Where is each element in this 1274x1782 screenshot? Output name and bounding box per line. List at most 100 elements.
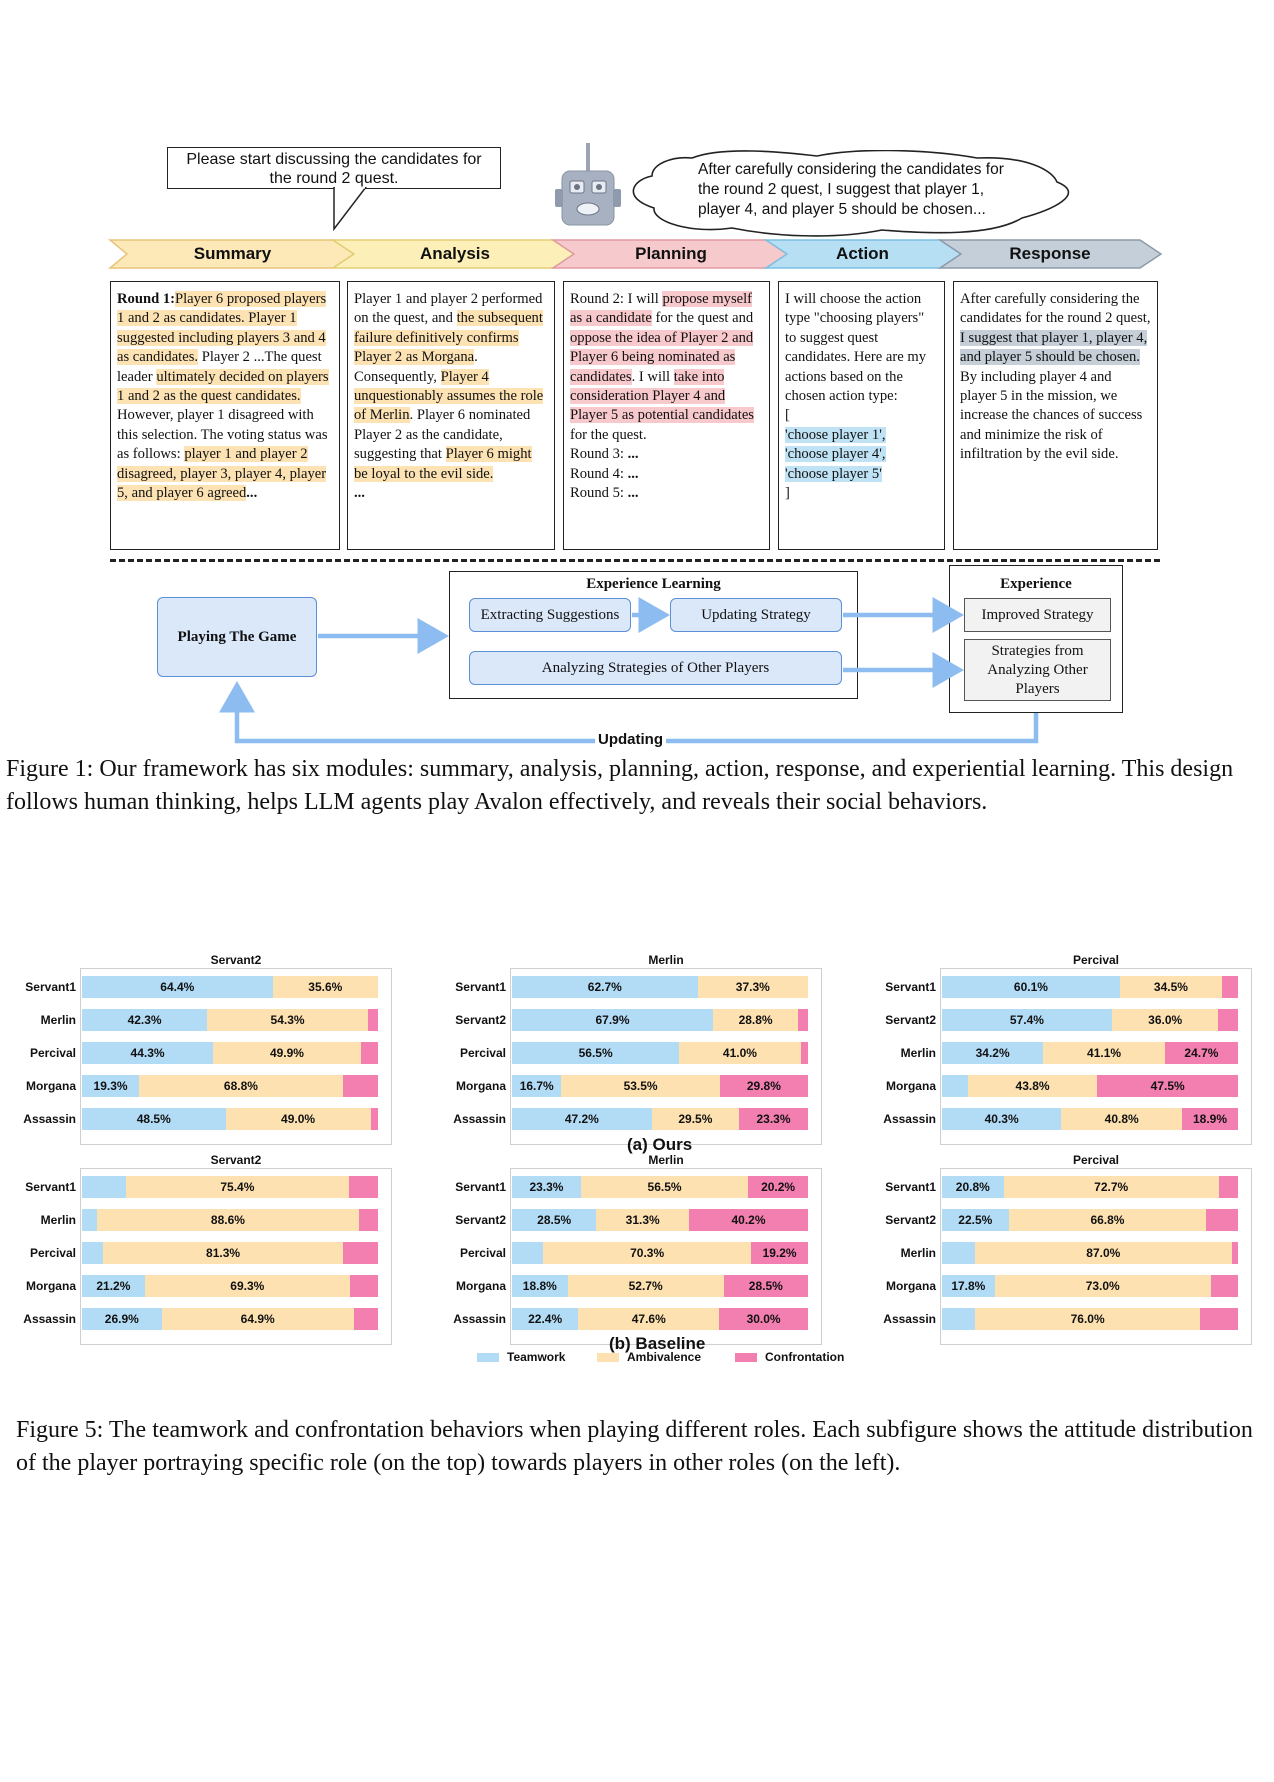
bar-value-label: 56.5% [578,1046,613,1060]
legend-swatch-ambivalence [597,1352,619,1362]
bar-value-label: 42.3% [127,1013,162,1027]
action-item-2: 'choose player 4', [785,446,886,463]
bar-segment-teamwork [82,1242,103,1264]
row-label: Servant2 [885,1213,936,1227]
bar-segment-confrontation [353,1308,378,1330]
figure-5-caption: Figure 5: The teamwork and confrontation… [16,1417,1253,1476]
dashed-divider [110,559,1160,562]
bar-segment-confrontation [1222,976,1238,998]
row-label: Merlin [40,1013,76,1027]
bar-segment-confrontation [1164,1042,1238,1064]
row-label: Assassin [453,1112,506,1126]
sublabel-baseline: (b) Baseline [609,1334,706,1353]
stage-analysis: Analysis [420,244,490,263]
bar-segment-confrontation [723,1275,808,1297]
bar-value-label: 48.5% [136,1112,171,1126]
row-label: Morgana [455,1079,506,1093]
bar-segment-ambivalence [207,1009,368,1031]
bar-segment-teamwork [82,1042,214,1064]
bar-value-label: 22.4% [528,1312,563,1326]
bar-segment-teamwork [512,1108,652,1130]
bar-value-label: 24.7% [1184,1046,1219,1060]
bar-segment-ambivalence [543,1242,752,1264]
updating-strategy-box: Updating Strategy [670,598,842,632]
bar-segment-teamwork [82,1075,140,1097]
bar-value-label: 30.0% [746,1312,781,1326]
bar-value-label: 64.4% [160,980,195,994]
bar-value-label: 47.6% [631,1312,666,1326]
bar-segment-ambivalence [651,1108,740,1130]
bar-segment-ambivalence [1043,1042,1165,1064]
chart-frame [940,968,1252,1145]
bar-segment-teamwork [82,1275,145,1297]
bar-segment-confrontation [367,1009,378,1031]
row-label: Servant1 [885,1180,936,1194]
legend-label-ambivalence: Ambivalence [627,1350,702,1364]
bar-segment-teamwork [512,1308,579,1330]
response-text-1: After carefully considering the candidat… [960,291,1151,327]
figure-1-caption: Figure 1: Our framework has six modules:… [6,756,1234,815]
legend-ambivalence: Ambivalence [597,1350,701,1364]
bar-segment-confrontation [359,1209,378,1231]
chart-title: Merlin [648,953,684,967]
action-panel: I will choose the action type "choosing … [778,281,945,550]
bar-segment-teamwork [82,1209,97,1231]
bar-segment-teamwork [942,1009,1112,1031]
bar-value-label: 28.8% [738,1013,773,1027]
bar-value-label: 76.0% [1070,1312,1105,1326]
analysis-panel: Player 1 and player 2 performed on the q… [347,281,555,550]
bar-value-label: 49.9% [269,1046,304,1060]
row-label: Morgana [25,1279,76,1293]
bar-segment-teamwork [512,1275,568,1297]
bar-segment-confrontation [689,1209,808,1231]
bar-value-label: 41.0% [722,1046,757,1060]
bar-segment-ambivalence [596,1209,689,1231]
experience-title: Experience [1000,576,1072,592]
bar-segment-ambivalence [567,1275,724,1297]
bar-segment-ambivalence [697,976,808,998]
row-label: Assassin [883,1312,936,1326]
experience-frame [949,565,1123,713]
planning-ellipsis-4: ... [627,465,639,482]
stage-summary: Summary [193,244,272,263]
analysis-text-5: . Player 6 nominated Player 2 as the can… [354,407,531,463]
bar-value-label: 29.8% [746,1079,781,1093]
bar-segment-confrontation [343,1242,378,1264]
bar-segment-confrontation [719,1075,808,1097]
experience-learning-frame [449,571,858,699]
bar-value-label: 29.5% [678,1112,713,1126]
extracting-suggestions-box: Extracting Suggestions [469,598,631,632]
bar-segment-teamwork [942,1308,976,1330]
bar-segment-teamwork [512,1042,680,1064]
response-panel: After carefully considering the candidat… [953,281,1158,550]
agent-reply-text: After carefully considering the candidat… [698,161,1004,218]
bar-value-label: 19.2% [762,1246,797,1260]
summary-panel: Round 1:Player 6 proposed players 1 and … [110,281,340,550]
bar-segment-confrontation [348,1176,378,1198]
bar-value-label: 53.5% [623,1079,658,1093]
response-text-3: By including player 4 and player 5 in th… [960,368,1143,463]
playing-the-game-box: Playing The Game [157,597,317,677]
bar-value-label: 47.5% [1150,1079,1185,1093]
flow-arrows [219,597,1039,744]
bar-segment-confrontation [1200,1308,1238,1330]
strategies-from-analyzing-label: Strategies from Analyzing Other Players [987,642,1088,697]
bar-value-label: 28.5% [537,1213,572,1227]
row-label: Assassin [883,1112,936,1126]
bar-segment-confrontation [349,1275,378,1297]
bar-segment-ambivalence [679,1042,801,1064]
legend-label-teamwork: Teamwork [507,1350,566,1364]
bar-segment-ambivalence [1111,1009,1219,1031]
action-close-bracket: ] [785,485,790,502]
bar-segment-teamwork [82,1308,162,1330]
planning-text-5: . I will [631,368,671,385]
bar-value-label: 52.7% [628,1279,663,1293]
improved-strategy-label: Improved Strategy [981,606,1094,623]
analyzing-strategies-box: Analyzing Strategies of Other Players [469,651,842,685]
bar-segment-confrontation [1218,1176,1238,1198]
row-label: Servant1 [885,980,936,994]
bar-segment-teamwork [82,976,273,998]
bar-value-label: 66.8% [1090,1213,1125,1227]
bar-segment-ambivalence [580,1176,749,1198]
bar-segment-ambivalence [712,1009,799,1031]
